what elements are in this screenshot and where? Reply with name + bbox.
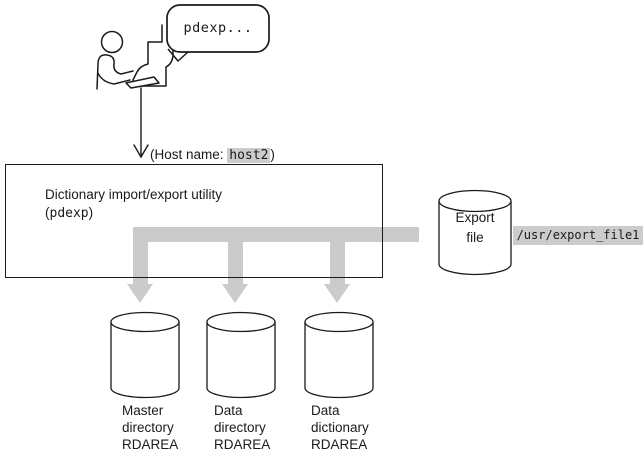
rdarea-label-line: directory <box>214 420 266 435</box>
database-cylinder-icons <box>110 189 512 399</box>
speech-bubble <box>166 4 270 62</box>
export-file-label-line1: Export <box>455 210 495 225</box>
code-paren-open: ( <box>45 205 50 220</box>
person-head <box>100 30 124 54</box>
utility-box-code: pdexp <box>49 206 89 221</box>
speech-bubble-outline <box>166 4 270 53</box>
command-flow-arrow <box>133 87 149 159</box>
host-label-prefix: (Host name: <box>150 147 228 162</box>
rdarea-cylinder-icon-2 <box>206 311 276 399</box>
rdarea-label-line: Data <box>214 403 243 418</box>
rdarea-label-line: RDAREA <box>311 437 368 452</box>
host-name-label: (Host name: host2) <box>150 147 275 163</box>
speech-bubble-text: pdexp... <box>183 20 253 36</box>
flow-arrowhead-2 <box>222 284 248 303</box>
flow-shaft-1 <box>133 227 148 284</box>
arrow-head <box>133 144 149 159</box>
rdarea-label-master-directory: Master directory RDAREA <box>122 402 178 453</box>
flow-arrowhead-1 <box>127 284 153 303</box>
person-arm <box>97 72 131 85</box>
rdarea-cylinder-icon-1 <box>110 311 180 399</box>
export-file-path: /usr/export_file1 <box>513 226 643 245</box>
person-body <box>96 54 134 90</box>
utility-box <box>5 164 383 278</box>
rdarea-cylinder-icon-3 <box>304 311 374 399</box>
flow-shaft-3 <box>330 242 345 284</box>
export-file-label: Export file <box>438 208 512 248</box>
export-flow-arrows <box>127 227 419 303</box>
rdarea-label-line: directory <box>122 420 174 435</box>
flow-horizontal-bar <box>133 227 419 242</box>
export-file-label-line2: file <box>466 230 484 245</box>
rdarea-label-line: RDAREA <box>122 437 179 452</box>
flow-arrowhead-3 <box>324 284 350 303</box>
rdarea-label-line: Data <box>311 403 340 418</box>
flow-shaft-2 <box>228 242 243 284</box>
terminal-icon <box>132 24 174 87</box>
rdarea-label-line: RDAREA <box>214 437 271 452</box>
host-label-suffix: ) <box>270 147 275 162</box>
rdarea-label-data-dictionary: Data dictionary RDAREA <box>311 402 369 453</box>
utility-box-code-line: (pdexp) <box>45 204 222 223</box>
export-file-cylinder-icon <box>438 189 512 276</box>
utility-box-title: Dictionary import/export utility <box>45 187 223 202</box>
utility-box-text: Dictionary import/export utility (pdexp) <box>45 186 222 223</box>
rdarea-label-data-directory: Data directory RDAREA <box>214 402 270 453</box>
host-name-value: host2 <box>227 148 271 163</box>
person-at-terminal-icon <box>96 24 174 90</box>
rdarea-label-line: dictionary <box>311 420 369 435</box>
keyboard-icon <box>125 76 160 89</box>
rdarea-label-line: Master <box>122 403 164 418</box>
code-paren-close: ) <box>88 205 94 220</box>
speech-bubble-tail <box>167 48 189 62</box>
